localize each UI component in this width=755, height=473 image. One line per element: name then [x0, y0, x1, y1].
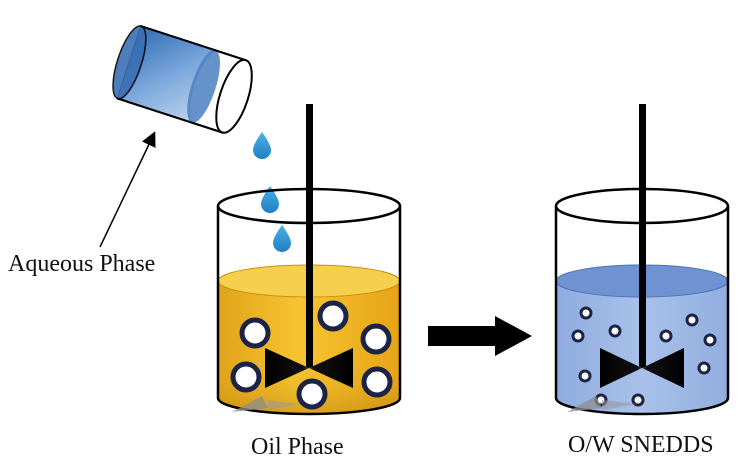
droplet	[360, 323, 392, 355]
nanodroplet	[631, 393, 645, 407]
droplet	[296, 378, 328, 410]
water-drop-icon	[273, 225, 291, 252]
magnetic-stirrer-icon	[232, 104, 353, 412]
oil-droplets	[230, 300, 393, 410]
water-drop-icon	[253, 132, 271, 159]
nanodroplet	[659, 329, 673, 343]
nanodroplet	[571, 329, 585, 343]
nanodroplet	[608, 324, 622, 338]
aqueous-phase-label: Aqueous Phase	[8, 251, 155, 277]
nanodroplet	[579, 306, 593, 320]
nanodroplet	[697, 361, 711, 375]
nanodroplet	[578, 369, 592, 383]
droplet	[230, 361, 262, 393]
droplet	[239, 317, 271, 349]
snedds-label: O/W SNEDDS	[568, 432, 714, 458]
droplet	[317, 300, 349, 332]
right-arrow-icon	[428, 316, 532, 356]
pointer-arrow	[99, 131, 156, 248]
nanodroplet	[703, 333, 717, 347]
nanodroplet	[685, 313, 699, 327]
water-drop-icon	[261, 186, 279, 213]
oil-phase-label: Oil Phase	[251, 434, 344, 460]
droplet	[361, 366, 393, 398]
magnetic-stirrer-icon	[567, 104, 684, 412]
tilted-beaker-icon	[112, 24, 253, 134]
